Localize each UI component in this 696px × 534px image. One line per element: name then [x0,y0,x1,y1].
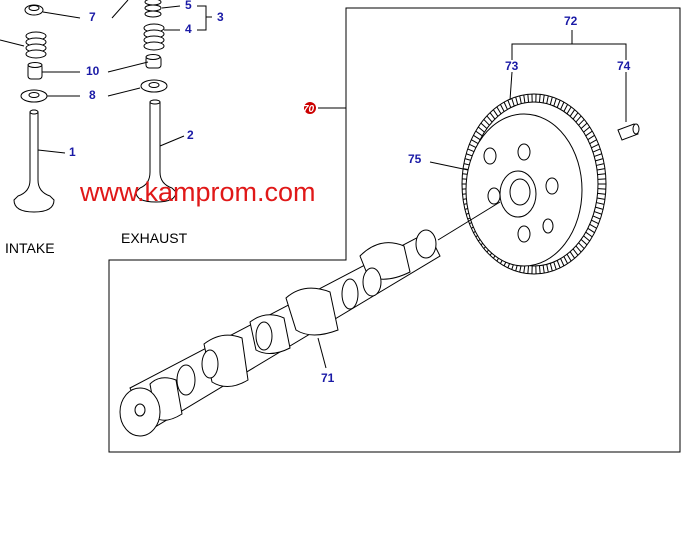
gear-tooth [587,134,595,141]
gear-tooth [597,173,606,176]
gear-tooth [583,235,591,242]
callout-4: 4 [185,22,192,36]
gear-tooth [566,106,572,115]
gear-tooth [580,122,588,129]
callout-1: 1 [69,145,76,159]
gear-tooth [527,94,530,103]
callout-72: 72 [564,14,578,28]
gear-tooth [503,101,508,110]
watermark: www.kamprom.com [79,177,316,207]
gear-tooth [560,101,565,110]
gear-tooth [578,242,585,249]
gear-tooth [538,265,541,274]
gear-tooth [519,95,522,104]
gear-tooth [592,215,601,220]
gear-tooth [553,98,557,107]
gear-tooth [475,130,483,137]
callout-71: 71 [321,371,335,385]
dowel-pin [617,123,640,141]
callout-5: 5 [185,0,192,12]
cam-gear [461,93,607,275]
gear-tooth [585,130,593,137]
camshaft [119,201,501,437]
gear-tooth [569,109,576,117]
gear-tooth [594,153,602,157]
gear-tooth [471,139,479,145]
gear-tooth [563,256,569,264]
gear-tooth [569,251,576,259]
gear-tooth [596,197,606,200]
intake-spring [25,31,47,59]
gear-tooth [572,248,579,256]
gear-tooth [538,94,541,103]
gear-tooth [496,106,502,115]
gear-tooth [542,265,545,274]
exhaust-label: EXHAUST [121,230,188,246]
gear-tooth [480,122,488,129]
gear-tooth [511,98,515,107]
callout-74: 74 [617,59,631,73]
gear-tooth [589,139,597,145]
gear-tooth [595,158,604,162]
callout-10: 10 [86,64,100,78]
callout-70: 70 [303,104,315,115]
callout-75: 75 [408,152,422,166]
gear-tooth [591,219,599,225]
gear-tooth [563,104,569,112]
gear-tooth [489,112,496,120]
gear-tooth [595,206,604,210]
gear-tooth [591,143,599,149]
gear-tooth [575,245,582,253]
gear-tooth [583,126,591,133]
gear-tooth [523,94,526,103]
gear-tooth [469,143,477,149]
gear-tooth [553,261,557,270]
exhaust-valve-parts [135,0,177,203]
gear-tooth [575,115,582,123]
gear-tooth [596,202,605,205]
gear-tooth [507,99,512,108]
gear-tooth [596,168,606,171]
gear-tooth [589,223,597,229]
gear-tooth [585,231,593,238]
gear-tooth [596,163,605,166]
gear-tooth [492,109,499,117]
gear-tooth [483,119,490,126]
callout-2: 2 [187,128,194,142]
gear-tooth [477,126,485,133]
exhaust-spring-4 [143,23,165,51]
gear-tooth [515,96,519,105]
gear-tooth [578,119,585,126]
gear-tooth [592,148,601,153]
gear-tooth [499,104,505,112]
gear-tooth [597,192,606,195]
gear-tooth [527,265,530,274]
gear-tooth [580,239,588,246]
gear-tooth [587,227,595,234]
gear-tooth [473,134,481,141]
gear-tooth [542,94,545,103]
gear-tooth [549,263,553,272]
callout-8: 8 [89,88,96,102]
intake-label: INTAKE [5,240,55,256]
gear-tooth [556,260,561,269]
gear-tooth [556,99,561,108]
gear-tooth [560,258,565,267]
gear-tooth [546,264,549,273]
callout-73: 73 [505,59,519,73]
exhaust-spring-5 [144,0,162,18]
gear-tooth [566,253,572,262]
gear-tooth [486,115,493,123]
callout-7: 7 [89,10,96,24]
group-marker [304,102,316,114]
gear-tooth [594,211,602,215]
assembly-frame [108,7,681,453]
callout-3: 3 [217,10,224,24]
gear-tooth [546,95,549,104]
gear-tooth [572,112,579,120]
gear-tooth [549,96,553,105]
intake-valve-parts [13,4,55,213]
